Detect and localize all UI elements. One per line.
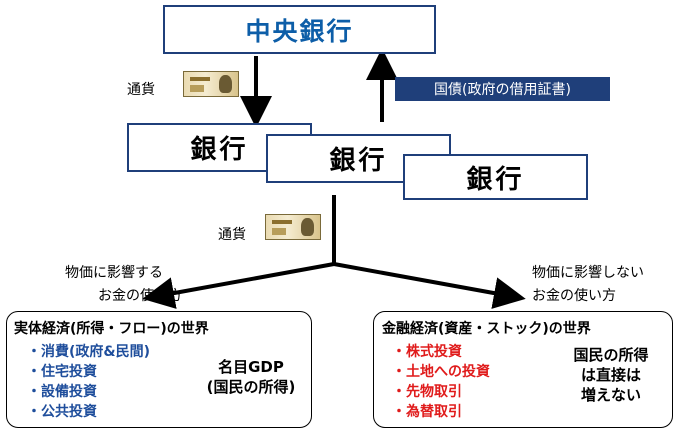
- left-branch-arrow: [142, 262, 335, 309]
- bank-label-1: 銀行: [190, 135, 249, 165]
- banknote-icon: [183, 71, 239, 97]
- bank-label-3: 銀行: [466, 164, 525, 195]
- real-summary-line2: (国民の所得): [206, 378, 296, 396]
- financial-summary-line3: 増えない: [580, 386, 641, 404]
- central-bank-box: 中央銀行: [163, 5, 436, 54]
- financial-item-4: ・為替取引: [392, 404, 462, 420]
- real-summary: 名目GDP (国民の所得): [196, 357, 306, 397]
- currency-label-top: 通貨: [127, 82, 155, 98]
- real-summary-line1: 名目GDP: [218, 358, 284, 376]
- financial-economy-title: 金融経済(資産・ストック)の世界: [382, 321, 591, 337]
- central-bank-label: 中央銀行: [245, 16, 354, 46]
- bond-label-box: 国債(政府の借用証書): [395, 77, 610, 101]
- real-item-2: ・住宅投資: [27, 364, 97, 380]
- financial-summary-line2: は直接は: [580, 366, 641, 384]
- financial-item-1: ・株式投資: [392, 344, 462, 360]
- real-item-4: ・公共投資: [27, 404, 97, 420]
- left-branch-label-line1: 物価に影響する: [65, 265, 163, 281]
- financial-item-3: ・先物取引: [392, 384, 462, 400]
- real-economy-title: 実体経済(所得・フロー)の世界: [14, 321, 209, 337]
- banknote-icon: [265, 214, 321, 240]
- bank-box-3: 銀行: [403, 154, 588, 200]
- real-item-1: ・消費(政府&民間): [27, 344, 151, 360]
- bank-label-2: 銀行: [329, 146, 388, 176]
- right-branch-arrow: [333, 262, 526, 309]
- financial-summary-line1: 国民の所得: [573, 346, 649, 364]
- right-branch-label-line2: お金の使い方: [532, 288, 616, 304]
- financial-economy-box: [373, 311, 673, 428]
- bond-label: 国債(政府の借用証書): [434, 82, 571, 98]
- financial-item-2: ・土地への投資: [392, 364, 490, 380]
- right-branch-label-line1: 物価に影響しない: [532, 265, 644, 281]
- currency-label-mid: 通貨: [218, 227, 246, 243]
- real-item-3: ・設備投資: [27, 384, 97, 400]
- left-branch-label-line2: お金の使い方: [98, 288, 182, 304]
- financial-summary: 国民の所得 は直接は 増えない: [556, 345, 666, 405]
- real-economy-box: [6, 311, 312, 428]
